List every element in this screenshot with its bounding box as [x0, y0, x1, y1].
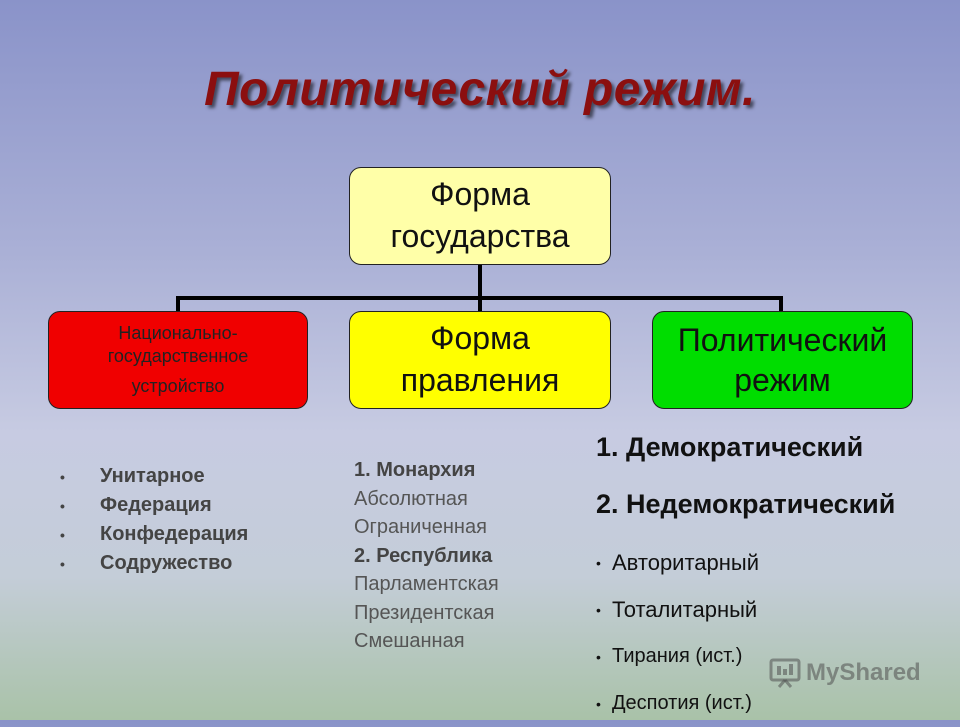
political-regime-box: Политический режим	[652, 311, 913, 409]
watermark-text: MyShared	[806, 659, 921, 686]
list-item: •Унитарное	[60, 465, 205, 487]
state-form-line1: Форма	[430, 176, 530, 213]
watermark: MyShared	[768, 658, 921, 688]
national-structure-line3: устройство	[131, 376, 225, 397]
state-form-line2: государства	[390, 218, 570, 254]
government-list: 1. Монархия Абсолютная Ограниченная 2. Р…	[354, 456, 499, 656]
republic-heading: 2. Республика	[354, 544, 493, 567]
government-form-box: Форма правления	[349, 311, 611, 409]
nondemocratic-heading: 2. Недемократический	[596, 489, 896, 519]
list-item: •Авторитарный	[596, 549, 760, 575]
page-title: Политический режим.	[204, 63, 756, 116]
list-item: Абсолютная	[354, 487, 468, 510]
political-regime-line2: режим	[734, 362, 831, 398]
government-form-line1: Форма	[430, 320, 530, 357]
monarchy-heading: 1. Монархия	[354, 459, 476, 481]
regime-list: 1. Демократический 2. Недемократический …	[596, 432, 895, 727]
political-regime-line1: Политический	[677, 322, 888, 358]
national-structure-line1: Национально-	[118, 323, 238, 344]
list-item: Ограниченная	[354, 516, 487, 538]
list-item: •Тирания (ист.)	[596, 645, 743, 667]
list-item: •Конфедерация	[60, 523, 249, 545]
list-item: Парламентская	[354, 573, 499, 595]
national-structure-box: Национально- государственное устройство	[48, 311, 308, 409]
state-form-box: Форма государства	[349, 167, 611, 265]
government-form-line2: правления	[400, 362, 560, 398]
list-item: •Деспотия (ист.)	[596, 692, 752, 714]
territorial-list: •Унитарное •Федерация •Конфедерация •Сод…	[60, 462, 248, 578]
presentation-icon	[769, 658, 801, 688]
democratic-heading: 1. Демократический	[596, 432, 864, 462]
list-item: •Федерация	[60, 494, 212, 516]
list-item: Президентская	[354, 601, 495, 624]
list-item: •Содружество	[60, 552, 233, 574]
list-item: •Тоталитарный	[596, 596, 758, 622]
list-item: Смешанная	[354, 630, 465, 652]
national-structure-line2: государственное	[107, 345, 249, 366]
